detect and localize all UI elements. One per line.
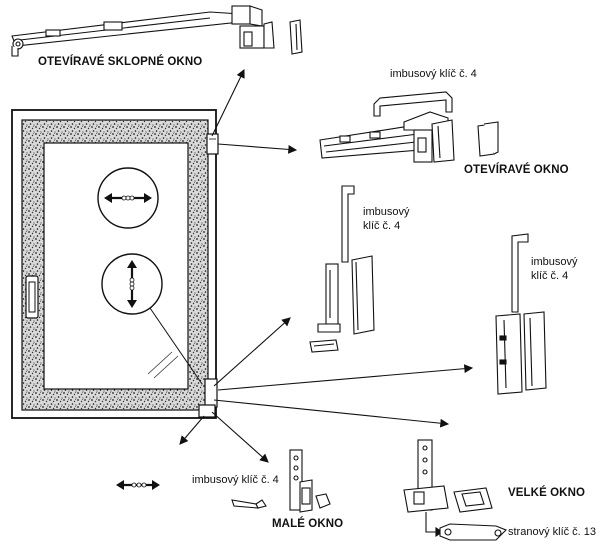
spanner-label: stranový klíč č. 13 (508, 526, 597, 538)
large-window-hinge (403, 439, 507, 541)
horizontal-adjust-indicator (97, 167, 159, 229)
hex-key-middle-line1: imbusový (363, 206, 410, 218)
hex-key-right-line2: klíč č. 4 (531, 270, 569, 282)
lateral-adjust-arrow (116, 480, 160, 490)
vertical-adjust-indicator (101, 253, 203, 385)
small-window-hinge (231, 449, 331, 513)
hex-key-top-label: imbusový klíč č. 4 (390, 68, 477, 80)
hex-key-bottom-label: imbusový klíč č. 4 (192, 474, 279, 486)
top-corner-hinge (206, 133, 219, 155)
middle-hinge-hardware (309, 185, 375, 353)
large-window-label: VELKÉ OKNO (508, 487, 586, 499)
callout-arrows (179, 69, 474, 463)
right-hinge-hardware (495, 233, 547, 395)
small-window-label: MALÉ OKNO (272, 518, 344, 530)
tilt-turn-window-label: OTEVÍRAVÉ SKLOPNÉ OKNO (38, 56, 203, 68)
hex-key-right-line1: imbusový (531, 256, 578, 268)
opening-window-label: OTEVÍRAVÉ OKNO (464, 164, 569, 176)
opening-window-hinge (319, 91, 499, 163)
bottom-corner-hinge (204, 378, 218, 408)
window-handle (25, 275, 39, 319)
tilt-turn-arm-hardware (11, 5, 303, 57)
hex-key-middle-line2: klíč č. 4 (363, 220, 401, 232)
